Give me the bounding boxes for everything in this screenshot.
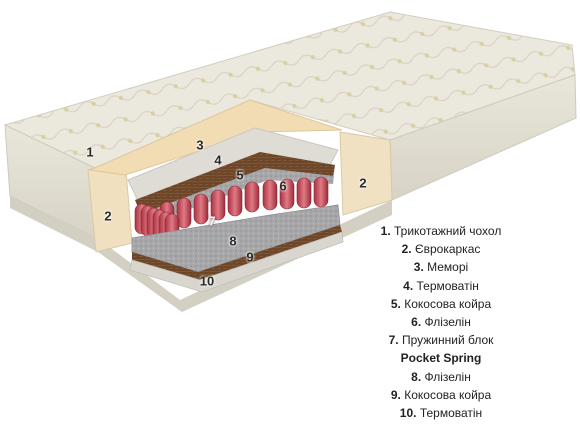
callout-10: 10 — [199, 273, 215, 289]
memory-foam-layer — [88, 99, 343, 176]
pocket-spring — [296, 177, 312, 209]
legend-number: 10. — [399, 406, 417, 421]
legend-item: 4. Термоватін — [360, 277, 522, 295]
callout-5: 5 — [236, 167, 244, 183]
legend-label: Меморі — [423, 260, 469, 275]
legend-label: Флізелін — [421, 369, 471, 384]
callout-4: 4 — [214, 152, 222, 168]
legend-number: 6. — [411, 315, 422, 330]
legend-label: Єврокаркас — [411, 242, 481, 257]
legend-number: 7. — [388, 333, 399, 348]
pocket-spring — [227, 185, 243, 217]
legend-number: 8. — [411, 369, 422, 384]
callout-2-right: 2 — [359, 175, 367, 191]
legend-label: Термоватін — [413, 278, 479, 293]
legend-item: 7. Пружинний блок — [360, 331, 522, 349]
legend-label: Кокосова койра — [400, 387, 492, 402]
callout-1: 1 — [86, 144, 94, 160]
thermowatin-bottom — [129, 231, 344, 293]
legend-label: Флізелін — [421, 315, 471, 330]
eurocase-right — [339, 131, 393, 216]
legend-item: 3. Меморі — [360, 258, 522, 276]
legend-item: 2. Єврокаркас — [360, 240, 522, 258]
legend-number: 3. — [413, 260, 424, 275]
pocket-spring — [210, 189, 226, 221]
pocket-spring — [279, 178, 295, 210]
callout-7: 7 — [208, 213, 216, 229]
legend-number: 5. — [390, 296, 401, 311]
legend-label: Трикотажний чохол — [390, 224, 502, 238]
pocket-spring — [176, 197, 192, 229]
legend-number: 9. — [390, 387, 401, 402]
legend-label: Pocket Spring — [400, 351, 482, 366]
legend-item: 8. Флізелін — [360, 368, 522, 386]
pocket-spring — [313, 176, 329, 208]
legend-number: 2. — [401, 242, 412, 257]
callout-2-left: 2 — [104, 208, 112, 224]
legend-item: 10. Термоватін — [360, 404, 522, 422]
pocket-spring — [262, 179, 278, 211]
legend-number: 4. — [403, 278, 414, 293]
callout-3: 3 — [196, 137, 204, 153]
callout-6: 6 — [279, 178, 287, 194]
pocket-spring — [193, 193, 209, 225]
legend-item: 9. Кокосова койра — [360, 386, 522, 404]
callout-9: 9 — [246, 249, 254, 265]
legend-item: 6. Флізелін — [360, 313, 522, 331]
callout-8: 8 — [229, 233, 237, 249]
legend-item: 1. Трикотажний чохол — [360, 222, 522, 240]
pocket-spring — [244, 181, 260, 213]
legend-label: Кокосова койра — [400, 296, 492, 311]
legend-item: 5. Кокосова койра — [360, 295, 522, 313]
legend-number: 1. — [380, 224, 391, 238]
legend-label: Термоватін — [416, 406, 483, 421]
legend-item: Pocket Spring — [360, 349, 522, 367]
legend-label: Пружинний блок — [398, 333, 494, 348]
